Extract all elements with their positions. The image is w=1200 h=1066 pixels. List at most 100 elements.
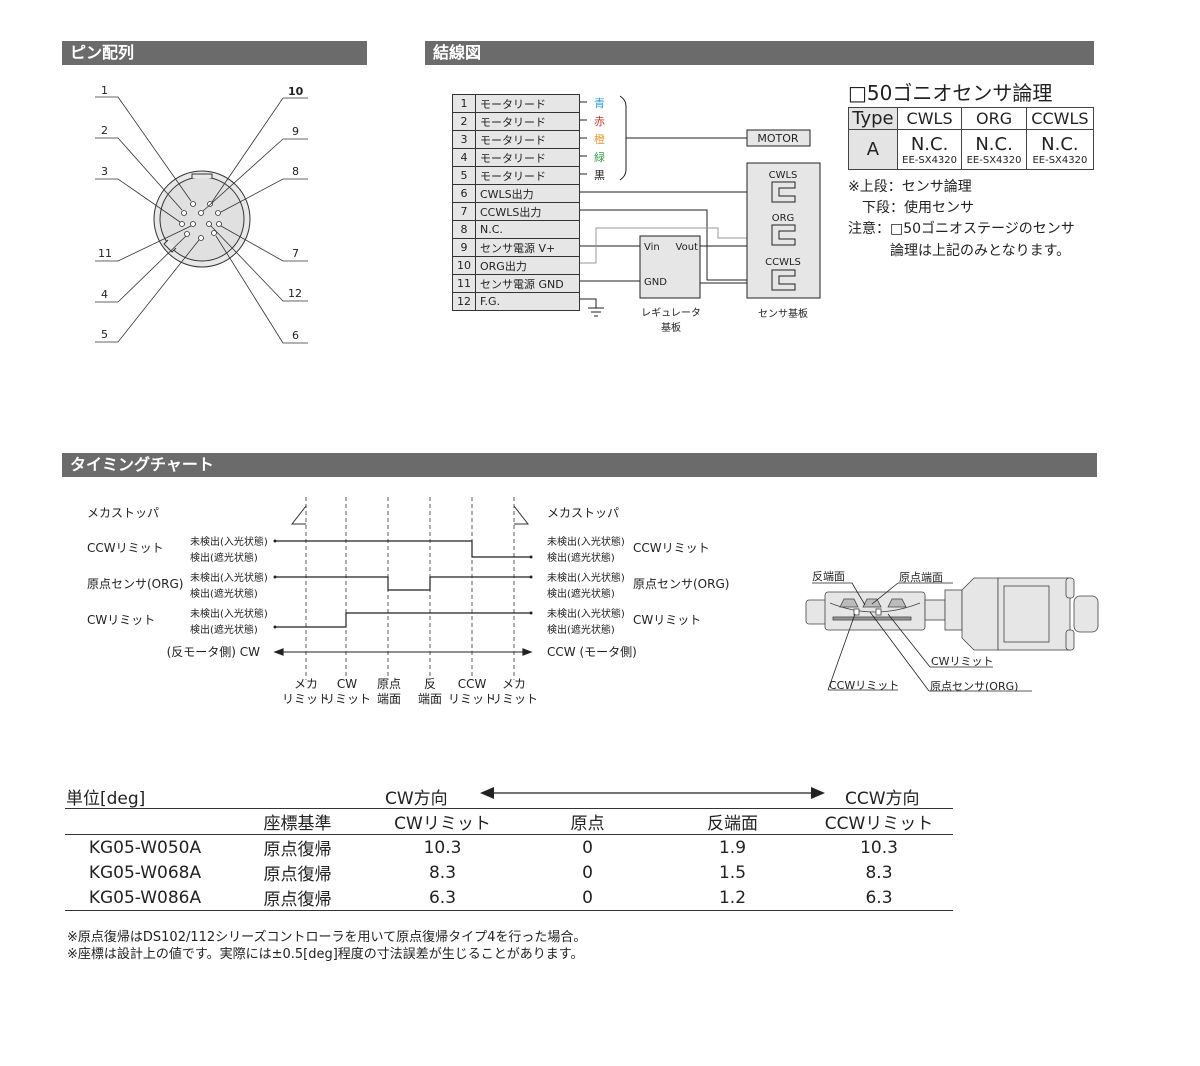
mech-stopper-icon: [290, 505, 530, 525]
wire-color-labels: 青 赤 橙 緑 黒: [594, 97, 605, 182]
pin-label: 7: [292, 247, 299, 260]
diagram-label: リミット: [282, 692, 330, 706]
table-cell: 原点復帰: [263, 840, 332, 860]
diagram-label: Vin: [644, 242, 660, 253]
logic-cell: N.C.EE-SX4320: [961, 129, 1027, 170]
signal-name: CCWLS出力: [475, 202, 580, 221]
pin-number: 6: [452, 184, 476, 203]
pin-number: 9: [452, 238, 476, 257]
logic-cell: N.C.EE-SX4320: [1025, 129, 1095, 170]
diagram-label: 原点センサ(ORG): [87, 577, 183, 591]
diagram-label: CCWリミット: [87, 541, 164, 555]
pin-label: 6: [292, 329, 299, 342]
column-header: 原点: [570, 814, 605, 834]
pin-label: 1: [101, 84, 108, 97]
diagram-label: CWリミット: [931, 655, 994, 668]
diagram-label: 検出(遮光状態): [547, 551, 615, 564]
column-header: CWリミット: [394, 814, 491, 834]
cw-direction-label: CW方向: [385, 789, 448, 809]
table-cell: KG05-W086A: [88, 887, 202, 908]
signal-name: CWLS出力: [475, 184, 580, 203]
pin-label: 2: [101, 124, 108, 137]
table-cell: 原点復帰: [263, 890, 332, 910]
org-waveform: [275, 576, 531, 591]
diagram-label: 橙: [594, 132, 605, 146]
pin-label: 10: [288, 85, 304, 98]
footnote: ※座標は設計上の値です。実際には±0.5[deg]程度の寸法誤差が生じることがあ…: [67, 947, 584, 962]
diagram-label: メカ: [502, 677, 526, 691]
logic-note: ※上段：センサ論理: [848, 179, 972, 195]
signal-name: モータリード: [475, 94, 580, 113]
signal-waveforms: [273, 540, 533, 656]
diagram-label: 未検出(入光状態): [190, 607, 268, 620]
diagram-label: メカ: [294, 677, 318, 691]
diagram-label: 黒: [594, 169, 605, 182]
diagram-label: メカストッパ: [547, 506, 619, 520]
wiring-lines: [579, 95, 772, 317]
diagram-label: 未検出(入光状態): [547, 535, 625, 548]
pin-number: 5: [452, 166, 476, 185]
diagram-label: 検出(遮光状態): [547, 623, 615, 636]
diagram-label: 青: [594, 97, 605, 110]
diagram-label: 原点センサ(ORG): [633, 577, 729, 591]
diagram-label: メカストッパ: [87, 506, 159, 520]
sensor-label-org: ORG: [772, 213, 795, 224]
diagram-label: 未検出(入光状態): [547, 571, 625, 584]
pin-label: 5: [101, 328, 108, 341]
signal-name: センサ電源 V+: [475, 238, 580, 257]
pin-label: 3: [101, 165, 108, 178]
diagram-label: 原点端面: [899, 571, 943, 584]
signal-name: モータリード: [475, 148, 580, 167]
signal-name: センサ電源 GND: [475, 274, 580, 293]
sensor-label-ccwls: CCWLS: [765, 257, 801, 268]
direction-arrow: [480, 787, 825, 799]
table-cell: 0: [582, 837, 593, 858]
diagram-label: CCWリミット: [633, 541, 710, 555]
table-cell: 0: [582, 862, 593, 883]
header-ccwls: CCWLS: [1025, 107, 1095, 130]
motor-box: MOTOR: [746, 129, 811, 147]
diagram-label: CCW (モータ側): [547, 645, 637, 659]
diagram-label: MOTOR: [757, 132, 799, 145]
unit-label: 単位[deg]: [66, 789, 146, 809]
pin-number: 10: [452, 256, 476, 275]
diagram-label: 反端面: [812, 570, 845, 583]
table-cell: 1.9: [718, 837, 747, 858]
table-cell: 原点復帰: [263, 865, 332, 885]
pin-number: 2: [452, 112, 476, 131]
column-header: 座標基準: [263, 814, 332, 834]
pin-label: 4: [101, 288, 108, 301]
signal-name: N.C.: [475, 220, 580, 239]
diagram-label: 検出(遮光状態): [547, 587, 615, 600]
diagram-label: リミット: [323, 692, 371, 706]
signal-name: F.G.: [475, 292, 580, 311]
column-header: 反端面: [707, 814, 758, 834]
pin-number: 3: [452, 130, 476, 149]
pin-number: 7: [452, 202, 476, 221]
table-cell: 1.5: [718, 862, 747, 883]
signal-name: モータリード: [475, 130, 580, 149]
diagram-label: 緑: [594, 150, 605, 164]
header-org: ORG: [961, 107, 1027, 130]
footnote: ※原点復帰はDS102/112シリーズコントローラを用いて原点復帰タイプ4を行っ…: [67, 930, 587, 945]
signal-name: ORG出力: [475, 256, 580, 275]
diagram-label: 未検出(入光状態): [190, 535, 268, 548]
diagram-label: 検出(遮光状態): [190, 551, 258, 564]
sensor-logic-table: Type CWLS ORG CCWLS A N.C.EE-SX4320 N.C.…: [848, 107, 1095, 170]
table-cell: 0: [582, 887, 593, 908]
diagram-label: リミット: [448, 692, 496, 706]
type-cell: A: [848, 129, 898, 170]
diagram-label: 検出(遮光状態): [190, 587, 258, 600]
logic-note: 下段：使用センサ: [848, 200, 974, 216]
